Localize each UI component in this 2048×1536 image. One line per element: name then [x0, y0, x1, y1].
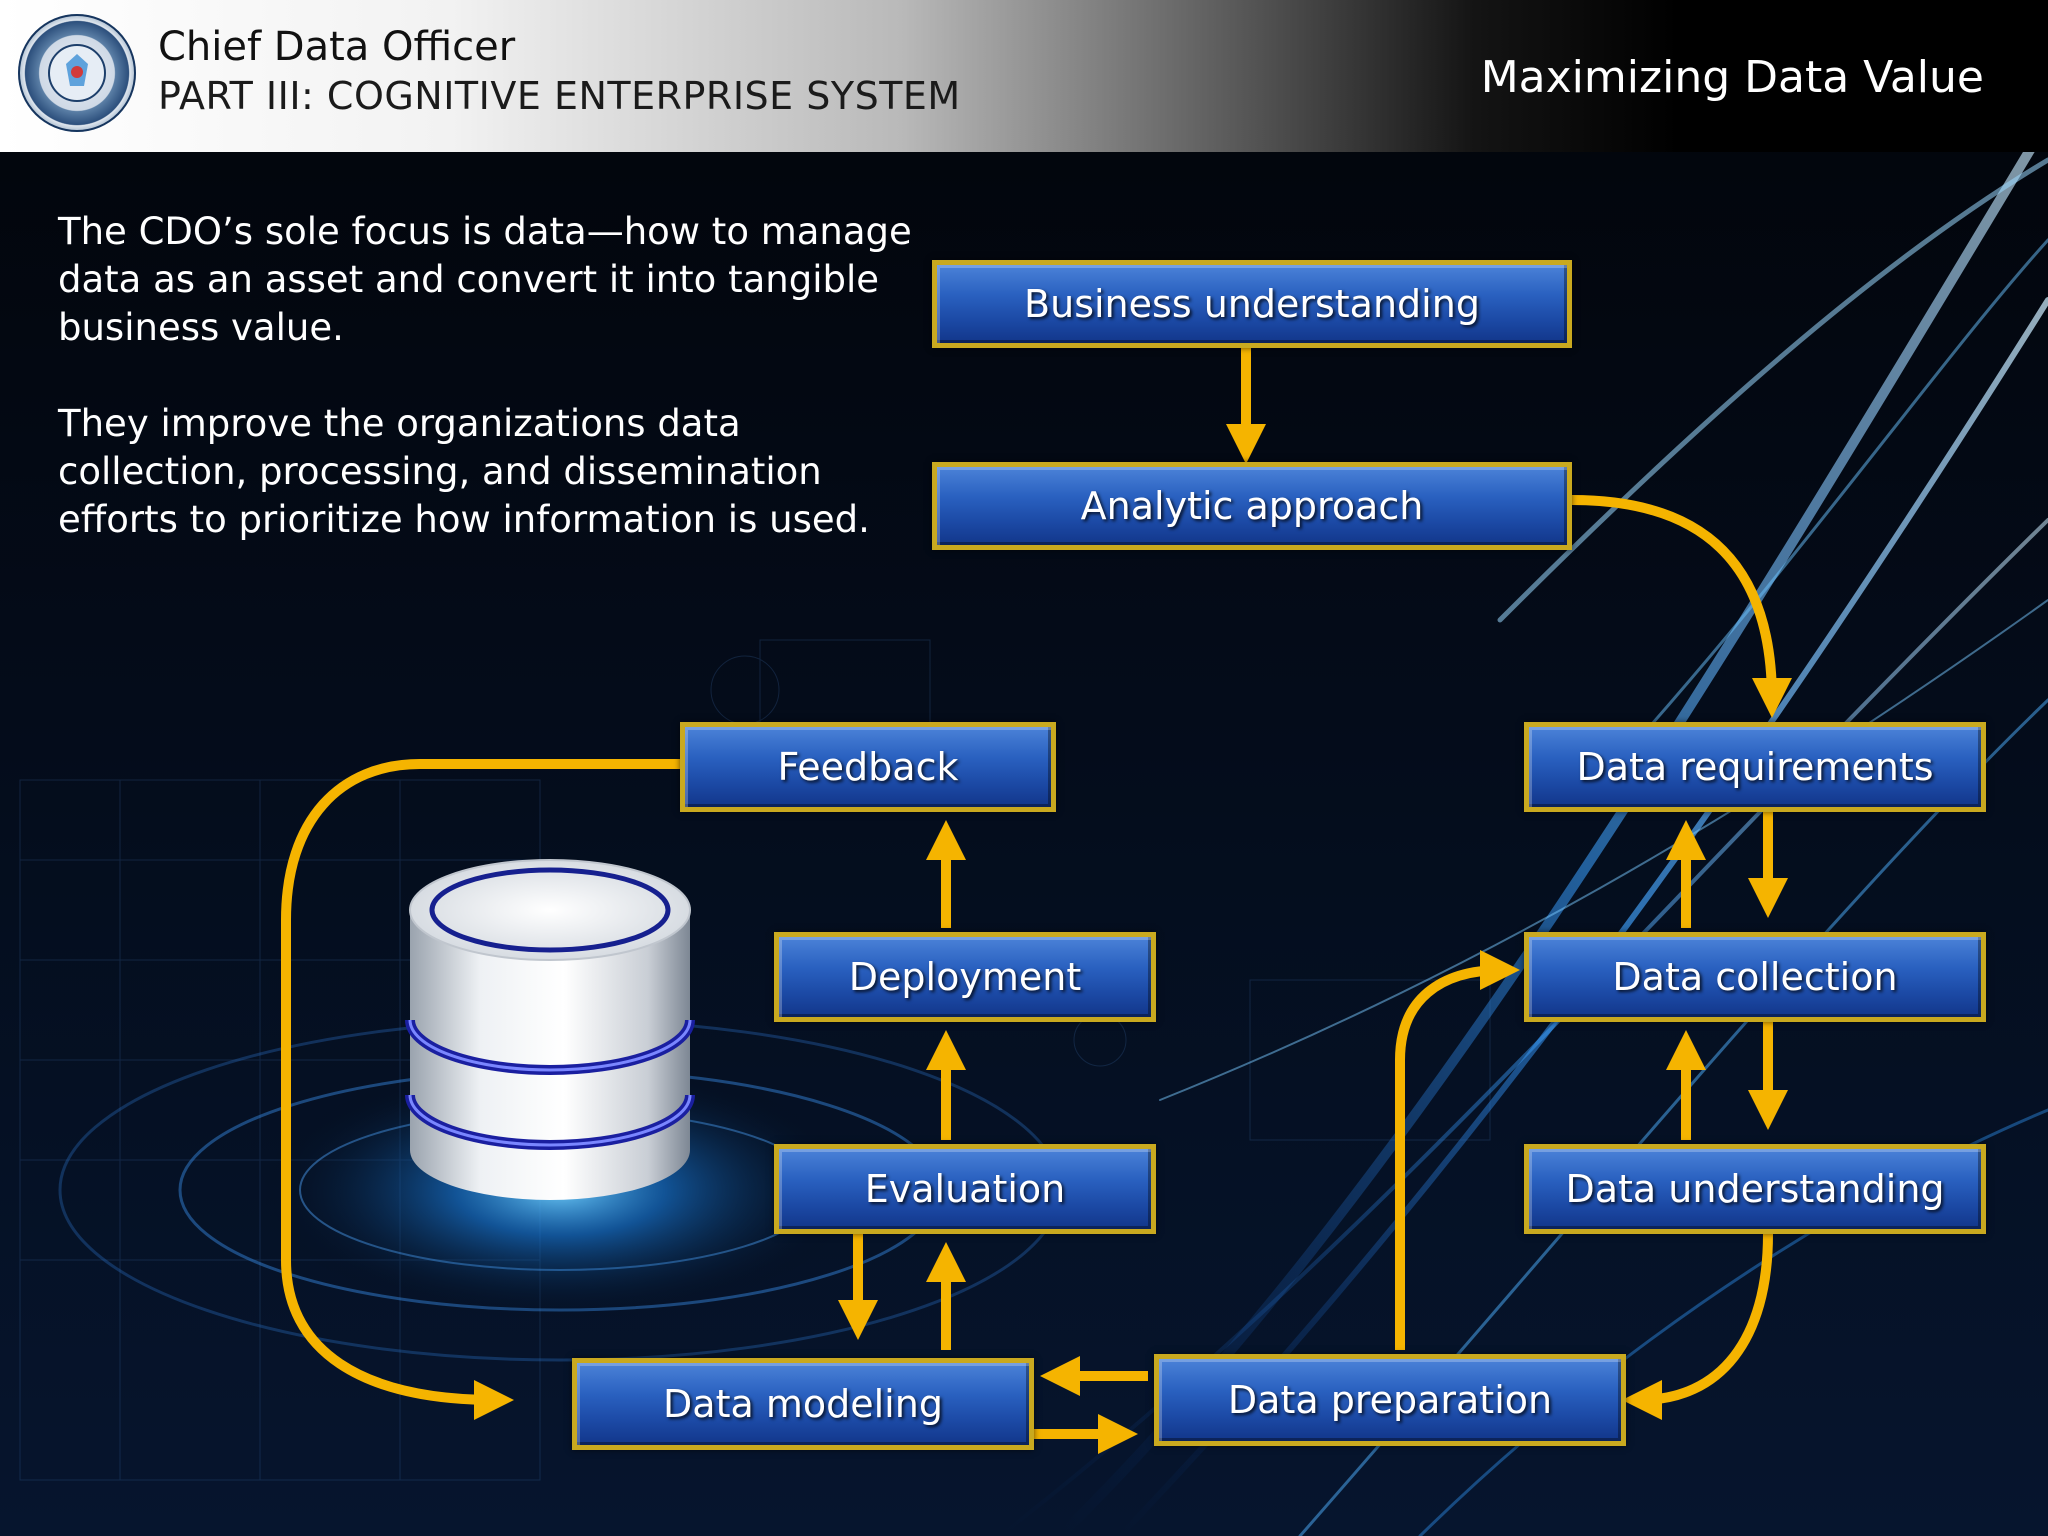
step-label: Data understanding [1565, 1167, 1945, 1211]
intro-text: The CDO’s sole focus is data—how to mana… [58, 208, 918, 592]
step-deployment: Deployment [774, 932, 1156, 1022]
step-data-requirements: Data requirements [1524, 722, 1986, 812]
arrow-analytic-to-requirements [1571, 495, 1792, 718]
section-title: Maximizing Data Value [1480, 52, 1984, 103]
step-label: Deployment [848, 955, 1082, 999]
step-label: Data collection [1612, 955, 1898, 999]
database-cylinder-icon [405, 859, 695, 1200]
step-data-collection: Data collection [1524, 932, 1986, 1022]
step-business-understanding: Business understanding [932, 260, 1572, 348]
arrow-preparation-to-collection [1395, 950, 1520, 1350]
institute-seal-logo [18, 14, 136, 132]
step-label: Business understanding [1024, 282, 1480, 326]
step-label: Evaluation [864, 1167, 1066, 1211]
header-subtitle: PART III: COGNITIVE ENTERPRISE SYSTEM [158, 74, 961, 118]
step-data-understanding: Data understanding [1524, 1144, 1986, 1234]
step-feedback: Feedback [680, 722, 1056, 812]
step-label: Feedback [777, 745, 959, 789]
step-label: Data preparation [1227, 1378, 1553, 1422]
step-label: Data requirements [1576, 745, 1934, 789]
step-analytic-approach: Analytic approach [932, 462, 1572, 550]
step-label: Data modeling [663, 1382, 943, 1426]
slide-header: Chief Data Officer PART III: COGNITIVE E… [0, 0, 2048, 152]
intro-paragraph-1: The CDO’s sole focus is data—how to mana… [58, 210, 912, 349]
step-evaluation: Evaluation [774, 1144, 1156, 1234]
arrow-feedback-to-modeling [281, 759, 680, 1420]
step-data-modeling: Data modeling [572, 1358, 1034, 1450]
intro-paragraph-2: They improve the organizations data coll… [58, 402, 870, 541]
step-data-preparation: Data preparation [1154, 1354, 1626, 1446]
step-label: Analytic approach [1080, 484, 1424, 528]
header-title: Chief Data Officer [158, 24, 516, 70]
arrow-understanding-to-preparation [1622, 1233, 1773, 1420]
